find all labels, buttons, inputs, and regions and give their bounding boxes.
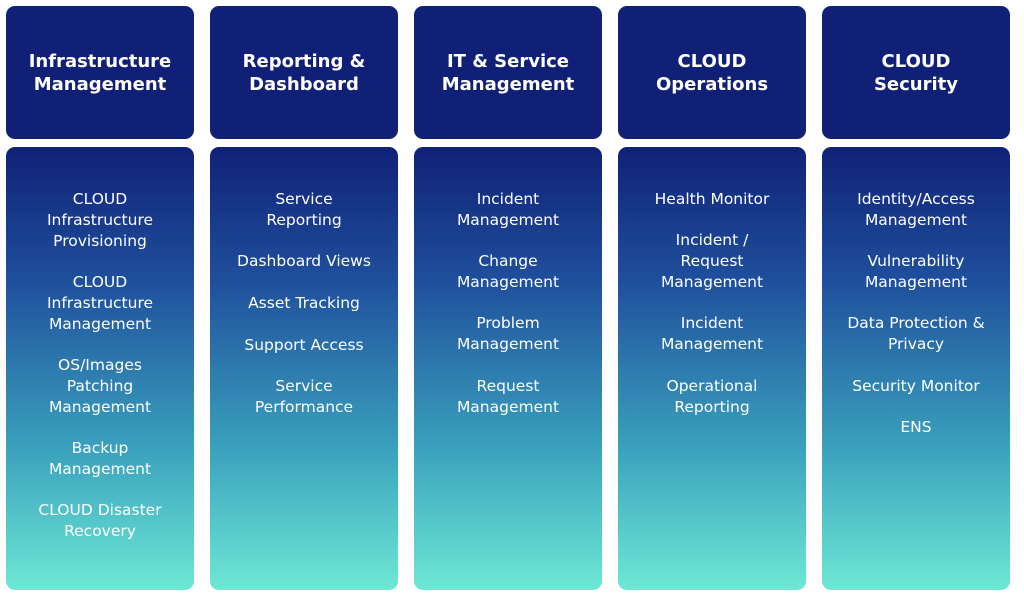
list-item: Incident Management (456, 190, 560, 229)
list-item: OS/Images Patching Management (48, 356, 152, 416)
list-item: ENS (900, 418, 932, 436)
column-body-card: Health Monitor Incident / Request Manage… (618, 147, 806, 590)
list-item: CLOUD Disaster Recovery (38, 501, 162, 540)
list-item: Operational Reporting (666, 377, 758, 416)
list-item: Backup Management (48, 439, 152, 478)
column-title: Infrastructure Management (28, 50, 172, 95)
list-item: CLOUD Infrastructure Management (46, 273, 154, 333)
column-body-card: Incident Management Change Management Pr… (414, 147, 602, 590)
column-header-card: Infrastructure Management (6, 6, 194, 139)
column-header-card: IT & Service Management (414, 6, 602, 139)
list-item: Data Protection & Privacy (847, 314, 985, 353)
list-item: Incident / Request Management (660, 231, 764, 291)
column-body-card: Identity/Access Management Vulnerability… (822, 147, 1010, 590)
column-title: IT & Service Management (441, 50, 575, 95)
column-body-card: CLOUD Infrastructure Provisioning CLOUD … (6, 147, 194, 590)
column-title: Reporting & Dashboard (242, 50, 366, 95)
list-item: Health Monitor (654, 190, 770, 208)
column-header-card: Reporting & Dashboard (210, 6, 398, 139)
list-item: Incident Management (660, 314, 764, 353)
column-header-card: CLOUD Security (822, 6, 1010, 139)
list-item: Change Management (456, 252, 560, 291)
list-item: Service Performance (254, 377, 354, 416)
list-item: Service Reporting (266, 190, 342, 229)
list-item: Security Monitor (852, 377, 980, 395)
list-item: Request Management (456, 377, 560, 416)
column-body-card: Service Reporting Dashboard Views Asset … (210, 147, 398, 590)
column-title: CLOUD Security (873, 50, 959, 95)
list-item: Asset Tracking (248, 294, 360, 312)
list-item: Dashboard Views (237, 252, 371, 270)
list-item: Support Access (244, 336, 364, 354)
list-item: Problem Management (456, 314, 560, 353)
column-title: CLOUD Operations (655, 50, 769, 95)
list-item: Vulnerability Management (864, 252, 968, 291)
list-item: CLOUD Infrastructure Provisioning (46, 190, 154, 250)
column-header-card: CLOUD Operations (618, 6, 806, 139)
list-item: Identity/Access Management (857, 190, 975, 229)
